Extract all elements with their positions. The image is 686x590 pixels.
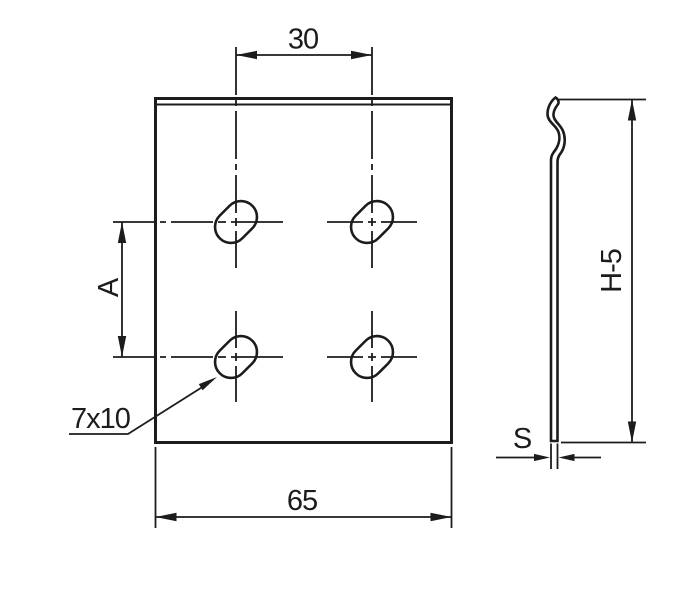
dim-65-arrow-left — [155, 512, 177, 522]
dim-S-arrow-left — [534, 453, 550, 462]
dim-65-arrow-right — [430, 512, 452, 522]
dim-30-arrow-left — [236, 50, 257, 60]
hole-top-left — [213, 199, 259, 245]
hole-bottom-right — [349, 334, 395, 380]
dimension-65: 65 — [154, 447, 453, 528]
dim-A-label: A — [93, 277, 125, 297]
leader-arrow — [198, 377, 217, 391]
holes — [213, 199, 395, 380]
dim-H5-arrow-top — [627, 99, 637, 121]
dim-S-label: S — [513, 423, 532, 455]
profile-outline — [546, 95, 567, 443]
plate-outline — [154, 97, 453, 444]
callout-7x10: 7x10 — [69, 377, 217, 435]
front-view: 30 A 65 7x10 — [69, 24, 453, 528]
side-view: H-5 S — [496, 95, 646, 469]
dimension-H5: H-5 — [559, 98, 646, 444]
leader-line — [69, 385, 205, 435]
dimension-A: A — [93, 222, 127, 357]
dim-65-label: 65 — [287, 485, 317, 517]
dimension-30: 30 — [236, 24, 372, 60]
hole-size-label: 7x10 — [71, 403, 130, 435]
dim-30-label: 30 — [288, 24, 318, 56]
dim-30-arrow-right — [351, 50, 372, 60]
dim-A-arrow-top — [117, 222, 127, 243]
dim-S-arrow-right — [558, 453, 575, 462]
dimension-S: S — [496, 423, 601, 469]
hole-bottom-left — [213, 334, 259, 380]
centerlines — [113, 47, 417, 402]
dim-A-arrow-bottom — [117, 336, 127, 357]
hole-top-right — [349, 199, 395, 245]
dim-H5-label: H-5 — [596, 249, 628, 293]
dim-H5-arrow-bottom — [627, 421, 637, 443]
